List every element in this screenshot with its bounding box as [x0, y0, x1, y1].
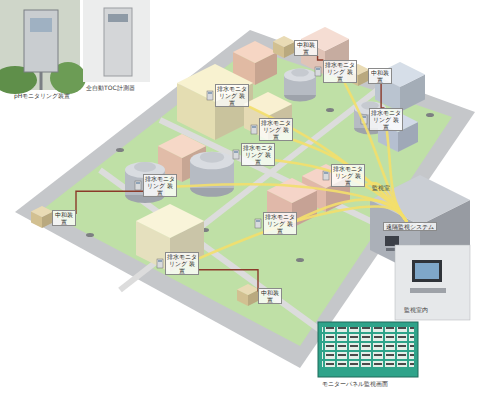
data-link — [199, 206, 407, 258]
manhole — [426, 113, 434, 117]
wiring-line — [381, 84, 384, 108]
monitoring-system-box: 遠隔監視システム — [383, 222, 437, 231]
monitor-cabinet — [361, 115, 367, 124]
monitor-cabinet — [135, 181, 141, 190]
neutralizer-hut — [237, 284, 259, 306]
pc-screen — [415, 263, 439, 279]
road — [120, 80, 390, 290]
storage-tank — [190, 152, 234, 197]
caption-label: 監視室 — [372, 184, 402, 191]
monitor-cabinet — [255, 219, 261, 228]
manhole — [296, 258, 304, 262]
panel-grid — [322, 327, 414, 367]
neutralizer-box: 中和装置 — [258, 288, 282, 304]
pc-monitor — [412, 260, 442, 282]
node-text: 中和装置 — [54, 211, 74, 225]
monitoring-device-box: 排水モニタリング 装置 — [241, 143, 275, 166]
node-text: 中和装置 — [370, 69, 390, 83]
monitoring-device-box: 排水モニタリング 装置 — [331, 164, 365, 187]
pipe — [40, 72, 43, 90]
wiring-line — [76, 191, 143, 214]
monitor-cabinet — [251, 125, 257, 134]
toc-analyzer — [104, 8, 132, 76]
node-text: 排水モニタリング 装置 — [261, 119, 291, 140]
node-text: 排水モニタリング 装置 — [325, 61, 355, 82]
panel-screen — [318, 322, 418, 377]
neutralizer-hut — [273, 36, 295, 58]
caption-label: 監視室内 — [404, 306, 454, 313]
caption-label: 全自動TOC計測器 — [86, 84, 150, 91]
photo-frame — [83, 0, 150, 82]
node-text: 排水モニタリング 装置 — [333, 165, 363, 186]
node-text: 遠隔監視システム — [385, 223, 435, 230]
factory-building — [244, 92, 292, 140]
storage-tank — [284, 69, 316, 102]
ph-cabinet — [24, 10, 58, 72]
neutralizer-box: 中和装置 — [368, 68, 392, 84]
photo-frame — [395, 245, 470, 320]
monitoring-device-box: 排水モニタリング 装置 — [323, 60, 357, 83]
cabinet-window — [30, 18, 52, 32]
factory-building — [177, 64, 253, 140]
wiring-line — [199, 270, 258, 292]
node-text: 排水モニタリング 装置 — [371, 109, 401, 130]
keyboard — [410, 288, 446, 293]
monitor-cabinet — [233, 150, 239, 159]
monitoring-device-box: 排水モニタリング 装置 — [369, 108, 403, 131]
manhole — [116, 148, 124, 152]
neutralizer-box: 中和装置 — [52, 210, 76, 226]
data-link — [365, 183, 407, 222]
monitoring-device-box: 排水モニタリング 装置 — [263, 212, 297, 235]
monitor-cabinet — [157, 259, 163, 268]
node-text: 排水モニタリング 装置 — [265, 213, 295, 234]
monitoring-device-box: 排水モニタリング 装置 — [259, 118, 293, 141]
node-text: 中和装置 — [260, 289, 280, 303]
analyzer-panel — [108, 14, 128, 22]
manhole — [86, 233, 94, 237]
caption-label: モニターパネル監視画面 — [322, 380, 432, 387]
data-link — [387, 131, 407, 222]
data-link — [297, 200, 407, 222]
monitoring-device-box: 排水モニタリング 装置 — [143, 174, 177, 197]
node-text: 排水モニタリング 装置 — [167, 253, 197, 274]
data-link — [293, 140, 407, 222]
neutralizer-hut — [31, 206, 53, 228]
node-text: 排水モニタリング 装置 — [243, 144, 273, 165]
computer-monitor — [385, 236, 399, 246]
monitor-cabinet — [207, 91, 213, 100]
monitoring-device-box: 排水モニタリング 装置 — [215, 84, 249, 107]
caption-label: pHモニタリング装置 — [14, 92, 84, 99]
node-text: 排水モニタリング 装置 — [145, 175, 175, 196]
node-text: 排水モニタリング 装置 — [217, 85, 247, 106]
monitoring-device-box: 排水モニタリング 装置 — [165, 252, 199, 275]
monitor-cabinet — [323, 171, 329, 180]
monitor-cabinet — [315, 67, 321, 76]
neutralizer-box: 中和装置 — [294, 40, 318, 56]
manhole — [326, 108, 334, 112]
node-text: 中和装置 — [296, 41, 316, 55]
data-link — [345, 83, 407, 222]
